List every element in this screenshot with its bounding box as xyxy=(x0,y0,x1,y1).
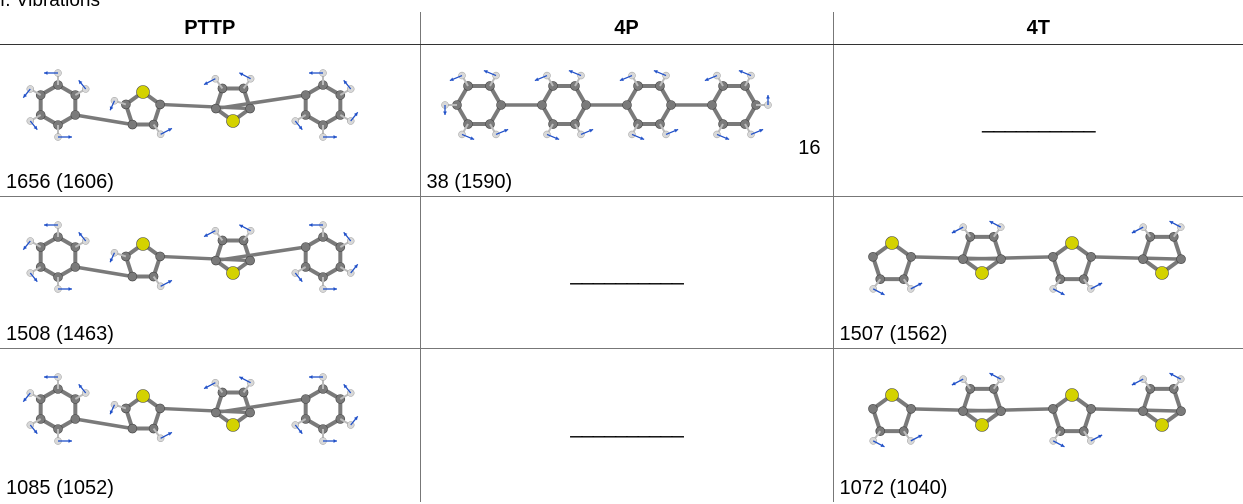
cell-4t: 1507 (1562) xyxy=(832,196,1243,349)
cell-pttp: 1508 (1463) xyxy=(0,196,420,349)
empty-placeholder: __________ xyxy=(982,107,1095,133)
header-pttp: PTTP xyxy=(0,12,420,45)
cell-4p: 16 38 (1590) xyxy=(419,44,833,197)
table-row: 1656 (1606) 16 38 (1590) __________ xyxy=(0,44,1243,197)
table-row: 1508 (1463) __________ 1507 (1562) xyxy=(0,196,1243,349)
empty-placeholder: __________ xyxy=(570,259,683,285)
molecule-image xyxy=(22,69,359,141)
cell-4t: 1072 (1040) xyxy=(832,348,1243,502)
header-row: PTTP 4P 4T xyxy=(0,12,1243,45)
cell-pttp: 1085 (1052) xyxy=(0,349,420,503)
frequency-label: 1508 (1463) xyxy=(6,323,114,345)
frequency-label: 1072 (1040) xyxy=(839,477,948,499)
molecule-image xyxy=(867,372,1186,448)
frequency-label: 1507 (1562) xyxy=(839,323,948,345)
vibrations-table: PTTP 4P 4T 1656 (1606) 16 38 (1590) ____… xyxy=(0,12,1243,502)
frequency-label: 1085 (1052) xyxy=(6,477,114,499)
empty-placeholder: __________ xyxy=(570,412,683,438)
molecule-image xyxy=(440,69,772,141)
molecule-image xyxy=(867,220,1186,296)
header-4t: 4T xyxy=(832,12,1243,45)
cell-4p: __________ xyxy=(419,196,833,349)
frequency-label-fragment: 16 xyxy=(798,137,821,159)
frequency-label: 38 (1590) xyxy=(426,171,513,193)
cell-pttp: 1656 (1606) xyxy=(0,44,420,197)
section-caption: f. Vibrations xyxy=(0,0,100,11)
molecule-image xyxy=(22,221,359,293)
cell-4p: __________ xyxy=(419,348,833,502)
table-row: 1085 (1052) __________ 1072 (1040) xyxy=(0,348,1243,503)
molecule-image xyxy=(22,373,359,445)
frequency-label: 1656 (1606) xyxy=(6,171,114,193)
cell-4t: __________ xyxy=(832,44,1243,197)
header-4p: 4P xyxy=(419,12,833,45)
